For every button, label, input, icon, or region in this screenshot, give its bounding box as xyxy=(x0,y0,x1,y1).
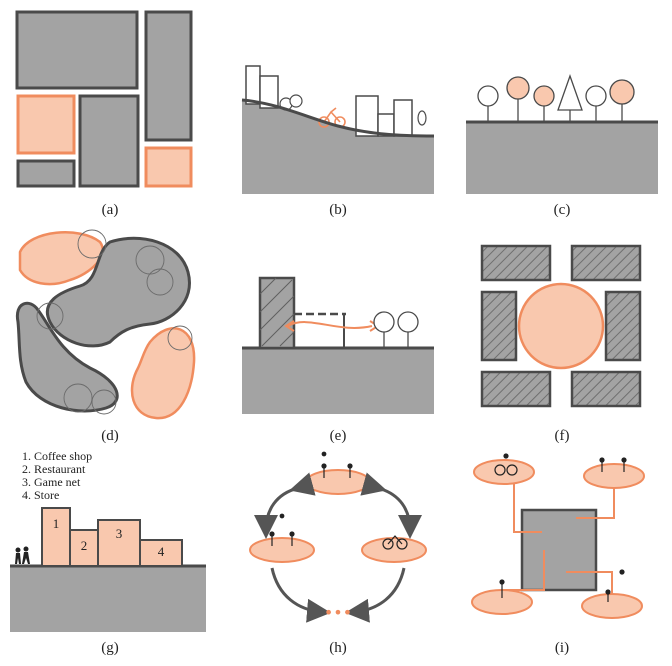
cycle-arrow-top-right xyxy=(360,472,422,539)
shop-number-1: 1 xyxy=(53,516,60,531)
legend-item-4: 4. Store xyxy=(22,488,59,502)
tree-3 xyxy=(417,110,427,126)
activity-node-bottom-right xyxy=(581,593,643,619)
more-activities-dots: ••• xyxy=(324,603,352,622)
panel-h: ••• xyxy=(238,446,438,646)
tree-canopies xyxy=(36,229,193,415)
cycle-arrow-bottom-right xyxy=(345,567,406,623)
cycle-arrow-bottom-left xyxy=(270,567,331,623)
flow-arrow xyxy=(287,321,373,329)
ground xyxy=(242,348,434,414)
panel-c xyxy=(462,8,662,208)
block-peach-right xyxy=(144,146,193,188)
built-area xyxy=(45,236,191,348)
hill-ground xyxy=(242,100,434,194)
tree-row xyxy=(477,74,635,122)
panel-a xyxy=(10,8,210,208)
caption-a: (a) xyxy=(101,202,119,218)
caption-b: (b) xyxy=(329,202,347,218)
connector-paths xyxy=(502,484,615,594)
block-peach-left xyxy=(16,94,76,155)
block-bottom-right xyxy=(570,370,642,408)
panel-d xyxy=(10,222,210,422)
block-tall-right xyxy=(144,10,193,142)
shop-number-4: 4 xyxy=(158,544,165,559)
shop-number-2: 2 xyxy=(81,538,88,553)
caption-f: (f) xyxy=(554,428,570,444)
block-bottom-left xyxy=(16,159,76,188)
panel-b xyxy=(238,8,438,208)
panel-g: 1 2 3 4 1. Coffee shop 2. Restaurant 3. … xyxy=(10,446,210,646)
block-top-right xyxy=(570,244,642,282)
green-space-bottom xyxy=(130,327,196,420)
panel-e xyxy=(238,222,438,422)
ground xyxy=(466,122,658,194)
panel-i xyxy=(462,446,662,646)
activity-node-right xyxy=(361,537,427,563)
caption-e: (e) xyxy=(329,428,347,444)
legend-item-1: 1. Coffee shop xyxy=(22,449,92,463)
shop-4 xyxy=(139,539,183,567)
activity-node-top-right xyxy=(583,463,645,489)
building-hatch xyxy=(259,277,295,347)
block-middle xyxy=(78,94,140,188)
caption-h: (h) xyxy=(329,640,347,656)
trees xyxy=(373,311,419,348)
activity-node-left xyxy=(249,537,315,563)
block-left xyxy=(480,290,518,362)
ground xyxy=(10,566,206,632)
people-icons xyxy=(269,451,408,550)
caption-d: (d) xyxy=(101,428,119,444)
block-right xyxy=(604,290,642,362)
people-icons xyxy=(494,453,627,602)
building-5 xyxy=(393,99,413,137)
panel-f xyxy=(462,222,662,422)
hill-line xyxy=(241,98,435,138)
building-1 xyxy=(245,65,261,105)
tree-2 xyxy=(289,94,303,108)
block-bottom-left xyxy=(480,370,552,408)
block-large-top-left xyxy=(15,10,139,90)
pedestrian-icons xyxy=(15,546,30,564)
shop-3 xyxy=(97,519,141,567)
cycle-arrow-top-left xyxy=(254,472,316,539)
block-top-left xyxy=(480,244,552,282)
shop-number-3: 3 xyxy=(116,526,123,541)
central-building xyxy=(520,508,598,592)
central-plaza xyxy=(517,282,605,370)
caption-g: (g) xyxy=(101,640,119,656)
legend-item-3: 3. Game net xyxy=(22,475,81,489)
legend-item-2: 2. Restaurant xyxy=(22,462,86,476)
activity-node-top xyxy=(305,469,371,495)
caption-i: (i) xyxy=(554,640,570,656)
building-2 xyxy=(259,75,279,109)
caption-c: (c) xyxy=(553,202,571,218)
